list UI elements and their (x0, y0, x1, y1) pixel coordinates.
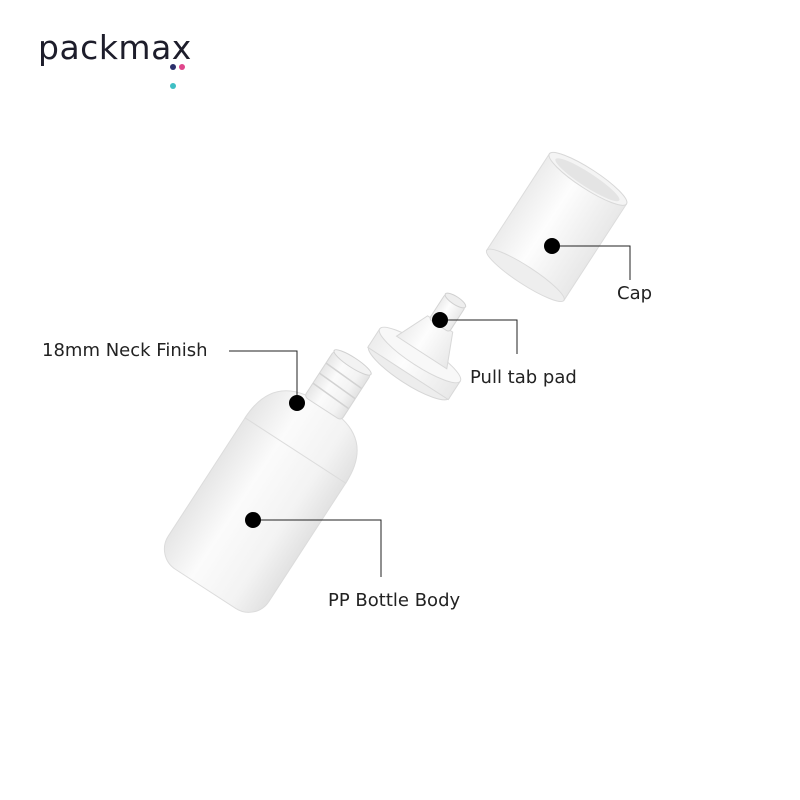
label-pull-tab-pad: Pull tab pad (470, 367, 577, 388)
brand-dot-pink (179, 64, 185, 70)
brand-dots (170, 64, 192, 89)
pull-tab-pad-shape (367, 292, 467, 401)
bottle-body-shape (163, 349, 372, 613)
callout-neck-finish (229, 350, 305, 411)
label-bottle-body: PP Bottle Body (328, 590, 461, 611)
cap-shape (485, 151, 628, 302)
brand-dot-navy (170, 64, 176, 70)
brand-name: packmax (38, 28, 192, 67)
label-cap: Cap (617, 283, 653, 304)
callout-bottle-body (245, 512, 382, 577)
callout-dot-neck-finish (289, 395, 305, 411)
brand-logo: packmax (38, 28, 192, 89)
callout-dot-pull-tab-pad (432, 312, 448, 328)
callout-dot-bottle-body (245, 512, 261, 528)
callout-cap (544, 238, 631, 280)
callout-pull-tab-pad (432, 312, 518, 354)
label-neck-finish: 18mm Neck Finish (42, 340, 208, 361)
callout-dot-cap (544, 238, 560, 254)
brand-dot-teal (170, 83, 176, 89)
